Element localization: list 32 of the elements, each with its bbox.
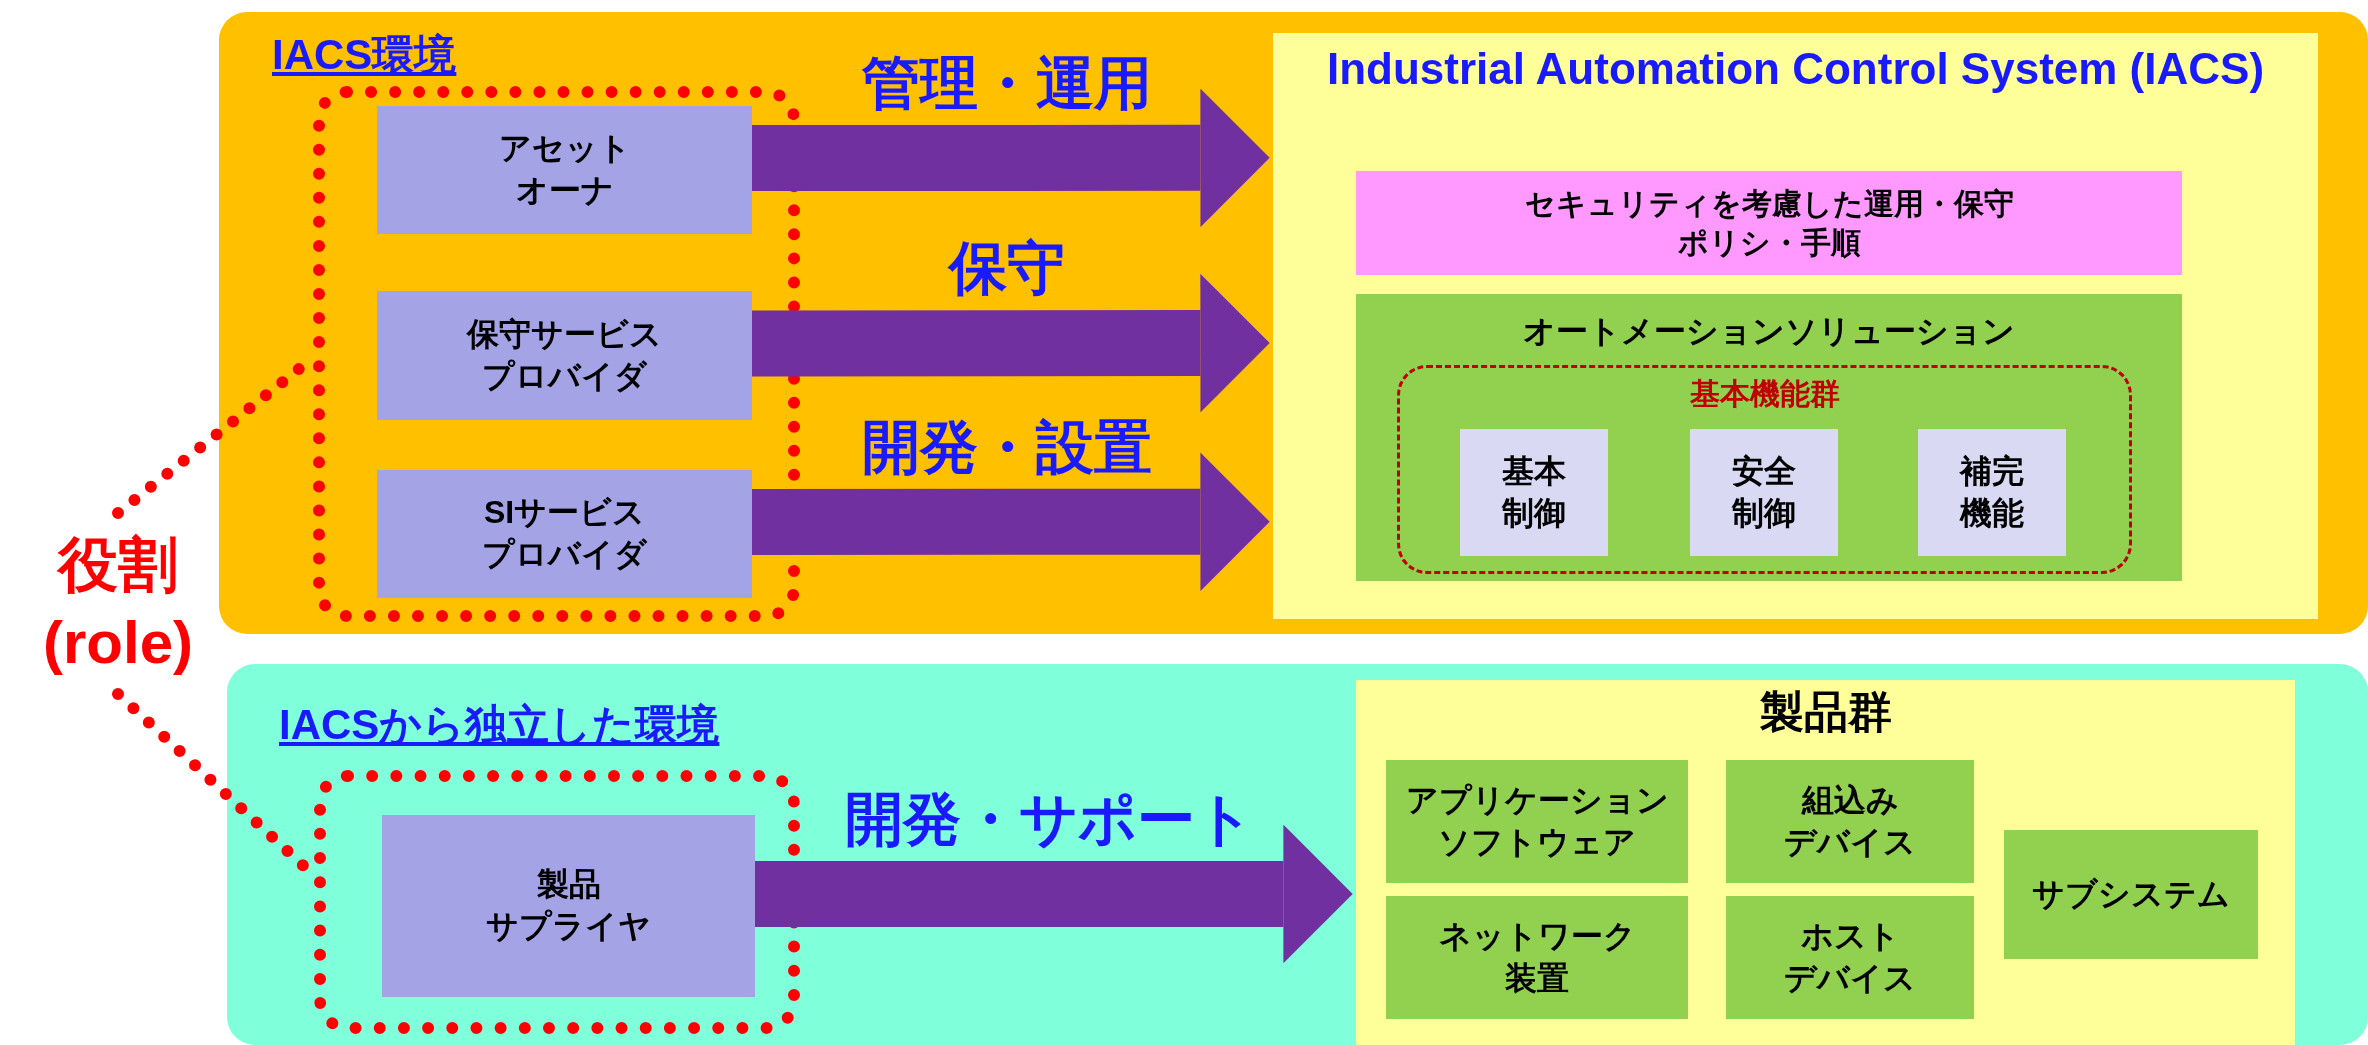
product-panel: [1356, 680, 2295, 1045]
product-box: ホストデバイス: [1726, 896, 1974, 1019]
role-box: アセットオーナ: [377, 106, 752, 234]
role-label: 役割(role): [0, 513, 236, 694]
product-box: ネットワーク装置: [1386, 896, 1688, 1019]
solution-panel: [1356, 294, 2182, 581]
edge-label: 開発・設置: [861, 414, 1152, 479]
system-panel: [1273, 33, 2318, 619]
product-box: 組込みデバイス: [1726, 760, 1974, 883]
role-group-outline: [313, 86, 800, 622]
role-group-outline: [314, 770, 800, 1034]
policy-box: セキュリティを考慮した運用・保守ポリシ・手順: [1356, 171, 2182, 275]
role-box: 保守サービスプロバイダ: [377, 291, 752, 420]
section-heading: IACS環境: [272, 30, 457, 80]
function-box: 基本制御: [1460, 429, 1608, 556]
section-heading: Industrial Automation Control System (IACS): [1325, 43, 2266, 95]
role-box: 製品サプライヤ: [382, 815, 755, 997]
edge-label: 開発・サポート: [845, 787, 1254, 851]
product-box: アプリケーションソフトウェア: [1386, 760, 1688, 883]
product-box: サブシステム: [2004, 830, 2258, 959]
section-heading: IACSから独立した環境: [279, 700, 720, 750]
section-heading: 製品群: [1758, 686, 1893, 738]
edge-label: 管理・運用: [861, 51, 1152, 115]
edge-label: 保守: [948, 236, 1065, 300]
function-group-outline: [1397, 365, 2132, 574]
function-box: 補完機能: [1918, 429, 2066, 556]
section-heading: 基本機能群: [1688, 376, 1841, 412]
section-heading: オートメーションソリューション: [1522, 312, 2016, 351]
role-box: SIサービスプロバイダ: [377, 470, 752, 598]
environment-panel: [227, 664, 2368, 1045]
function-box: 安全制御: [1690, 429, 1838, 556]
environment-panel: [219, 12, 2368, 634]
